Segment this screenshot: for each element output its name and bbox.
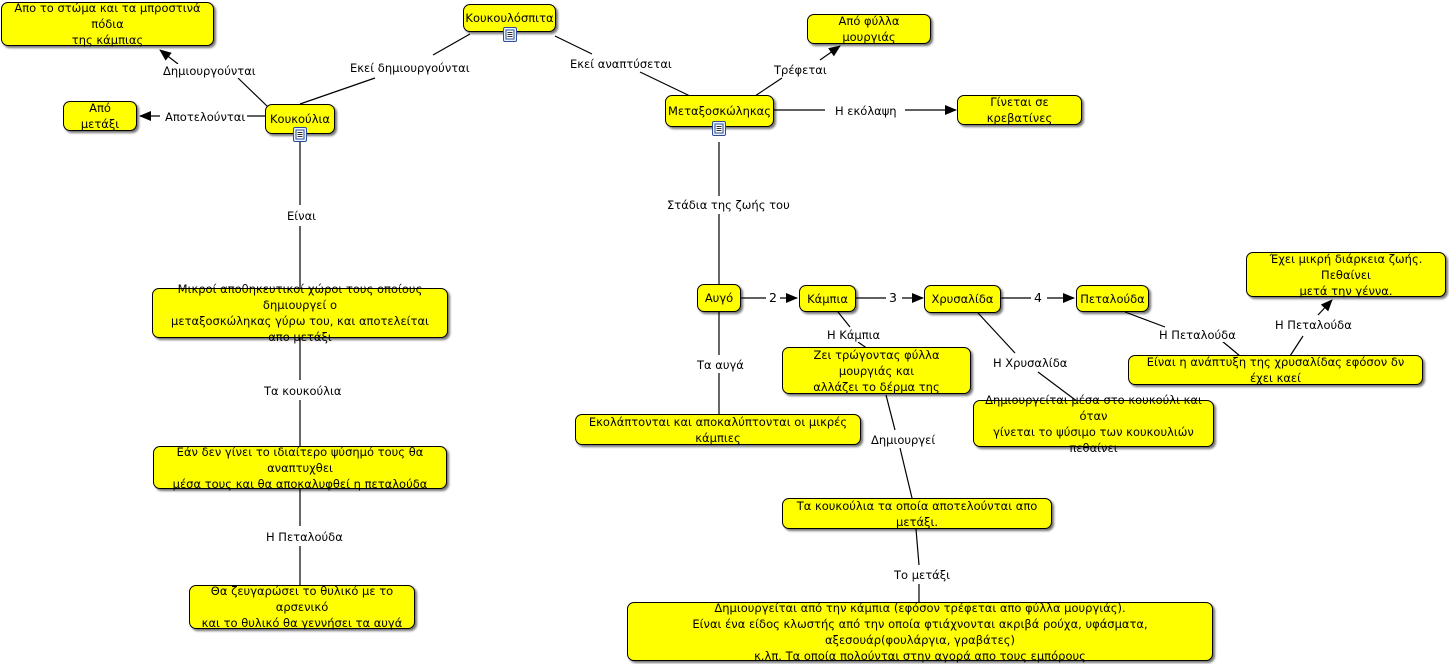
edge-label-metaksoskolikas (639, 71, 691, 97)
link-label-to-metaksi: Το μετάξι (892, 568, 953, 582)
node-ta-koukoulia-ta-opoia[interactable]: Τα κουκούλια τα οποία αποτελούνται απο μ… (782, 498, 1052, 529)
node-avgo[interactable]: Αυγό (697, 284, 741, 312)
link-label-i-petalouda-b: Η Πεταλούδα (1273, 318, 1354, 332)
link-label-i-xrysalida: Η Χρυσαλίδα (991, 356, 1070, 370)
edge-metaksos-trefetai (754, 77, 783, 97)
link-label-i-petalouda-left: Η Πεταλούδα (264, 530, 345, 544)
node-dimiourgeitai-mesa[interactable]: Δημιουργείται μέσα στο κουκούλι και όταν… (973, 393, 1214, 455)
node-ekolaptontai[interactable]: Εκολάπτονται και αποκαλύπτονται οι μικρέ… (575, 414, 861, 445)
edge-dimiourgei-koukoulia (899, 447, 913, 499)
node-apo-fylla-mourgias[interactable]: Από φύλλα μουργιάς (807, 14, 931, 44)
edge-koukoulia-to-metaksi (915, 528, 920, 566)
document-icon-koukoulospita[interactable] (503, 27, 517, 42)
link-label-dimiourgei: Δημιουργεί (869, 433, 938, 447)
node-ginetai-krevatines[interactable]: Γίνεται σε κρεβατίνες (957, 95, 1082, 125)
link-label-i-ekolapsi: Η εκόλαψη (833, 104, 899, 118)
edge-petalouda-i-petalouda-a (1124, 311, 1166, 328)
node-apo-metaksi[interactable]: Από μετάξι (63, 101, 137, 131)
document-icon-koukoulia[interactable] (293, 127, 307, 142)
edge-koukoulia-dimiourgountai (237, 77, 269, 108)
link-label-3: 3 (887, 290, 899, 305)
edge-xrysalida-i-xrysalida (977, 312, 1016, 354)
edge-einai-i-petalouda-b (1289, 335, 1304, 357)
node-koukoulospita[interactable]: Κουκουλόσπιτα (463, 4, 556, 32)
node-dimiourgeitai-apo[interactable]: Δημιουργείται από την κάμπια (εφόσον τρέ… (627, 601, 1213, 663)
node-tha-zeygarosei[interactable]: Θα ζευγαρώσει το θυλικό με το αρσενικό κ… (189, 584, 415, 630)
link-label-ekei-dimiourgountai: Εκεί δημιουργούνται (348, 61, 472, 75)
document-icon-metaksoskolikas[interactable] (712, 121, 726, 136)
edge-koukoulospita-label-left (432, 33, 471, 56)
link-label-4: 4 (1032, 290, 1044, 305)
link-label-2: 2 (767, 290, 779, 305)
edge-label-koukoulia (299, 77, 376, 105)
node-mikroi-xoroi[interactable]: Μικροί αποθηκευτικοί χώροι τους οποίους … (152, 282, 448, 344)
node-ean-den[interactable]: Εάν δεν γίνει το ιδιαίτερο ψύσημό τους θ… (153, 445, 447, 491)
edge-zei-dimiourgei (885, 394, 896, 431)
edge-i-xrysalida-dimiourgeitai (1037, 371, 1079, 403)
link-label-einai: Είναι (285, 209, 319, 223)
edge-kampia-i-kampia (837, 311, 851, 328)
edge-dimiourgountai-arrow (159, 49, 179, 65)
link-label-stadia: Στάδια της ζωής του (665, 198, 792, 212)
link-label-ta-koukoulia: Τα κουκούλια (262, 384, 344, 398)
node-exei-mikri[interactable]: Έχει μικρή διάρκεια ζωής. Πεθαίνει μετά … (1246, 252, 1446, 298)
edge-koukoulospita-label-right (554, 35, 593, 55)
link-label-i-petalouda-a: Η Πεταλούδα (1157, 328, 1238, 342)
node-einai-anaptyksi[interactable]: Είναι η ανάπτυξη της χρυσαλίδας εφόσον δ… (1128, 355, 1423, 385)
node-zei-trogontas[interactable]: Ζει τρώγοντας φύλλα μουργιάς και αλλάζει… (782, 347, 971, 394)
link-label-ekei-anaptysetai: Εκεί αναπτύσεται (568, 57, 674, 71)
edge-i-petalouda-a-einai (1221, 340, 1241, 357)
edge-trefetai-arrow (819, 45, 841, 61)
node-xrysalida[interactable]: Χρυσαλίδα (924, 285, 1001, 313)
link-label-apoteloyntai: Αποτελούνται (163, 110, 248, 124)
node-kampia[interactable]: Κάμπια (799, 285, 856, 312)
edge-i-petalouda-b-exei (1317, 299, 1333, 316)
node-petalouda[interactable]: Πεταλούδα (1076, 285, 1149, 312)
node-apo-to-stoma[interactable]: Απο το στώμα και τα μπροστινά πόδια της … (1, 1, 214, 47)
link-label-ta-avga: Τα αυγά (695, 358, 746, 372)
link-label-trefetai: Τρέφεται (772, 63, 829, 77)
link-label-i-kampia: Η Κάμπια (825, 328, 883, 342)
link-label-dimiourgountai: Δημιουργούνται (161, 64, 258, 78)
